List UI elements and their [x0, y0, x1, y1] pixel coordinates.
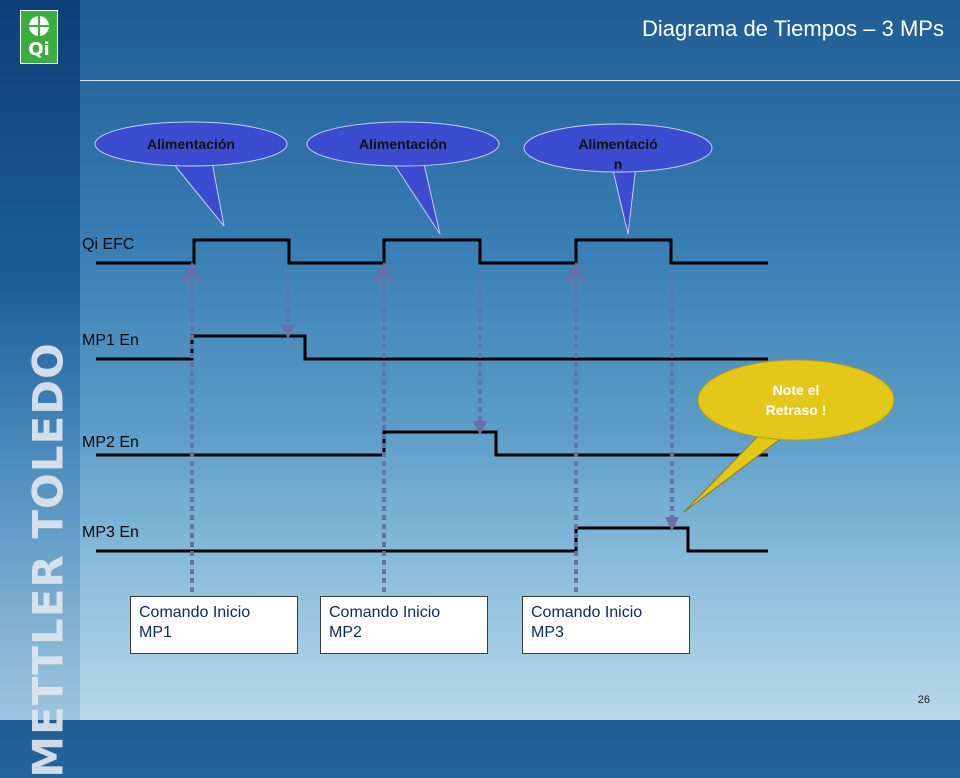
arrow-head-mp3 [566, 261, 586, 283]
waveform-mp2 [96, 430, 768, 457]
callout-text-3-line1: Alimentació [578, 136, 658, 152]
command-box-mp1-line2: MP1 [139, 624, 172, 641]
command-box-mp2-line2: MP2 [329, 624, 362, 641]
note-text-line1: Note el [772, 382, 820, 398]
command-box-mp1-line1: Comando Inicio [139, 604, 251, 621]
signal-label-mp3: MP3 En [82, 524, 139, 541]
qi-logo: Qi [20, 10, 58, 64]
title-divider [80, 80, 960, 81]
waveform-qi-efc [96, 238, 768, 265]
callout-text-1: Alimentación [111, 134, 271, 154]
callout-text-2: Alimentación [323, 134, 483, 154]
callout-text-1-line1: Alimentación [147, 136, 235, 152]
command-box-mp1: Comando Inicio MP1 [130, 596, 298, 654]
command-box-mp2-line1: Comando Inicio [329, 604, 441, 621]
logo-cross-vertical-icon [38, 16, 40, 36]
slide-title: Diagrama de Tiempos – 3 MPs [641, 16, 944, 41]
note-bubble [683, 359, 895, 513]
callout-text-3-line2: n [613, 156, 623, 172]
timing-diagram [94, 121, 895, 592]
callout-text-2-line1: Alimentación [359, 136, 447, 152]
callout-bubble-1 [94, 121, 288, 227]
command-box-mp3-line1: Comando Inicio [531, 604, 643, 621]
command-box-mp3-line2: MP3 [531, 624, 564, 641]
note-text: Note el Retraso ! [736, 380, 856, 420]
brand-sidebar: Qi METTLER TOLEDO [0, 0, 80, 778]
signal-label-mp2: MP2 En [82, 434, 139, 451]
command-box-mp3: Comando Inicio MP3 [522, 596, 690, 654]
callout-bubble-3 [523, 123, 713, 235]
page-number: 26 [917, 694, 930, 706]
note-text-line2: Retraso ! [765, 402, 827, 418]
callout-bubble-2 [306, 121, 500, 235]
waveform-mp3 [96, 526, 768, 553]
signal-label-qi-efc: Qi EFC [82, 236, 135, 253]
logo-text: Qi [28, 39, 50, 60]
command-box-mp2: Comando Inicio MP2 [320, 596, 488, 654]
arrow-head-mp1 [182, 261, 202, 283]
callout-text-3: Alimentació n [538, 134, 698, 174]
arrow-head-mp2 [374, 261, 394, 283]
signal-label-mp1: MP1 En [82, 332, 139, 349]
waveform-mp1 [96, 334, 768, 361]
